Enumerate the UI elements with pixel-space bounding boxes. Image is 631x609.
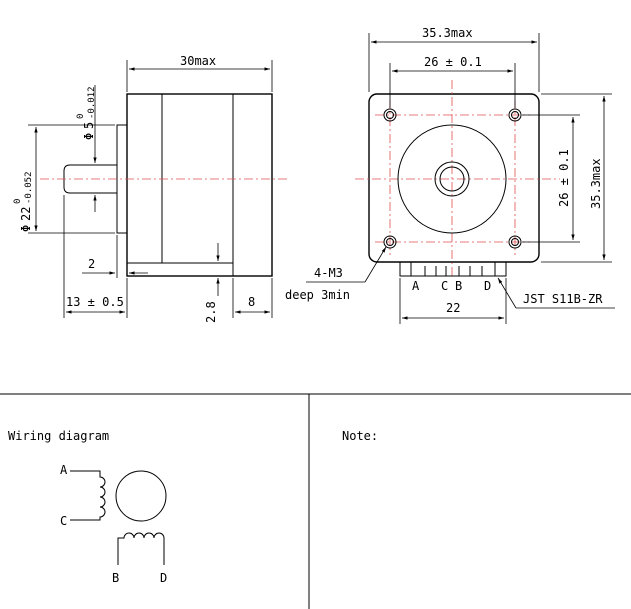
mount-depth-label: deep 3min: [285, 288, 350, 302]
dim-pilot-diameter: Φ 22 0 -0.052: [13, 171, 34, 232]
svg-text:Φ: Φ: [82, 133, 96, 140]
shaft-boss-circle: [434, 161, 470, 197]
pin-label-c: C: [441, 279, 448, 293]
dim-width-label: 35.3max: [422, 26, 473, 40]
wire-label-c: C: [60, 514, 67, 528]
mount-hole-leader: [364, 246, 387, 283]
svg-text:0: 0: [76, 114, 86, 119]
mount-holes-label: 4-M3: [314, 266, 343, 280]
dim-connector-width-label: 22: [446, 301, 460, 315]
svg-text:26 ± 0.1: 26 ± 0.1: [557, 149, 571, 207]
dim-pilot-height-label: 2: [88, 257, 95, 271]
wire-label-a: A: [60, 463, 68, 477]
pin-label-b: B: [455, 279, 462, 293]
dim-flat-depth: 2.8: [204, 301, 218, 323]
svg-text:22: 22: [19, 207, 33, 221]
dim-hole-pitch-h-label: 26 ± 0.1: [424, 55, 482, 69]
shaft-circle: [439, 166, 465, 192]
wire-label-d: D: [160, 571, 167, 585]
svg-text:Φ: Φ: [19, 225, 33, 232]
dim-cap-length-label: 8: [248, 295, 255, 309]
dim-length-label: 30max: [180, 54, 216, 68]
wiring-diagram-title: Wiring diagram: [8, 429, 109, 443]
mount-holes: [383, 108, 522, 249]
pin-label-a: A: [412, 279, 420, 293]
svg-text:2.8: 2.8: [204, 301, 218, 323]
coil-a-c: [70, 470, 106, 521]
pilot-circle: [397, 124, 507, 234]
coil-b-d: [117, 532, 165, 565]
note-title: Note:: [342, 429, 378, 443]
dim-height-label: 35.3max: [589, 158, 603, 209]
side-view: 30max Φ 5 0 -0.012 Φ 22 0 -0.052 2 13 ± …: [13, 54, 290, 323]
wire-label-b: B: [112, 571, 119, 585]
motor-body-outline: [126, 93, 273, 277]
dim-shaft-diameter: Φ 5 0 -0.012: [76, 86, 97, 140]
pin-label-d: D: [484, 279, 491, 293]
dim-shaft-length-label: 13 ± 0.5: [66, 295, 124, 309]
dim-hole-pitch-v-label: 26 ± 0.1: [557, 149, 571, 207]
svg-text:35.3max: 35.3max: [589, 158, 603, 209]
wiring-schematic: A C B D: [60, 463, 167, 585]
svg-text:0: 0: [13, 199, 23, 204]
rotor-circle: [115, 470, 167, 522]
connector-label: JST S11B-ZR: [523, 292, 603, 306]
svg-text:-0.052: -0.052: [24, 171, 34, 204]
connector: [399, 261, 507, 277]
svg-text:-0.012: -0.012: [87, 86, 97, 119]
front-view: A C B D 35.3max 26 ± 0.1 26 ± 0.1 35.3ma…: [285, 26, 615, 324]
